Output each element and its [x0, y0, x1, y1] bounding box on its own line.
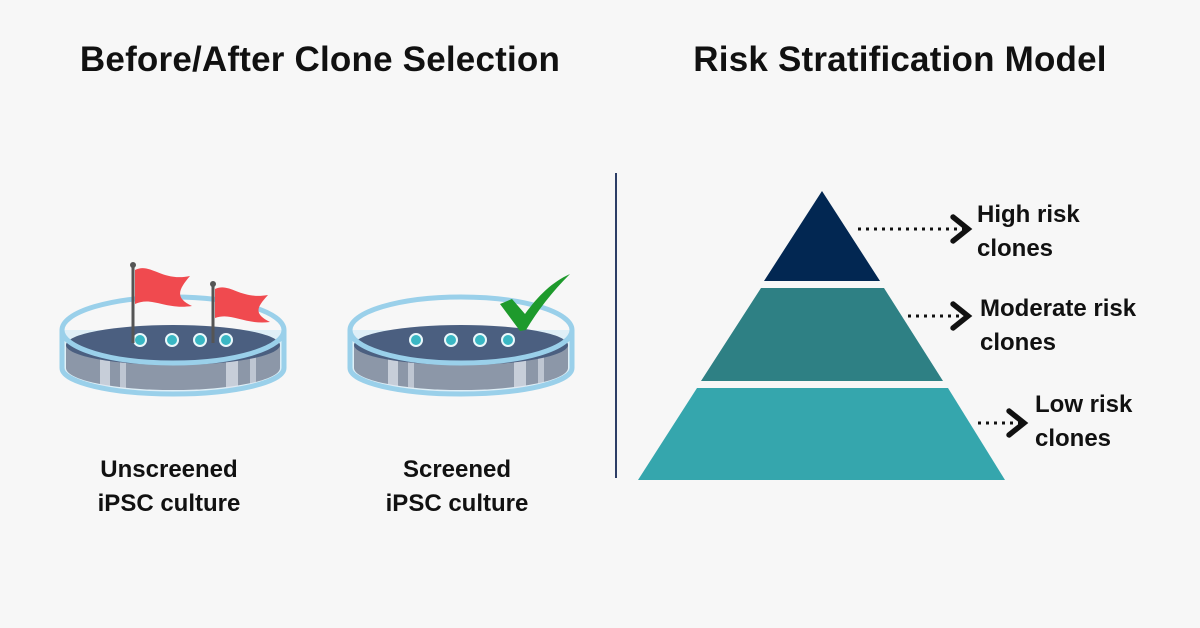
- red-flag-icon: [210, 281, 270, 343]
- left-section-title: Before/After Clone Selection: [79, 40, 561, 79]
- risk-pyramid: [638, 191, 1005, 480]
- cell-colony-icon: [133, 333, 233, 347]
- low-risk-label: Low risk clones: [1035, 388, 1132, 456]
- pyramid-tier-low: [638, 388, 1005, 480]
- high-risk-label: High risk clones: [977, 198, 1080, 266]
- label-line: Screened: [402, 456, 512, 483]
- label-line: iPSC culture: [97, 490, 241, 517]
- cell-colony-icon: [409, 333, 515, 347]
- label-line: High risk: [977, 201, 1080, 228]
- moderate-risk-label: Moderate risk clones: [980, 292, 1136, 360]
- label-line: Unscreened: [100, 456, 238, 483]
- right-section-title: Risk Stratification Model: [693, 40, 1107, 79]
- label-line: Moderate risk: [980, 295, 1137, 322]
- pyramid-tier-high: [764, 191, 880, 281]
- label-line: clones: [980, 329, 1057, 356]
- screened-culture-label: Screened iPSC culture: [337, 453, 577, 521]
- unscreened-petri-dish-icon: [59, 262, 287, 397]
- pyramid-tier-moderate: [701, 288, 943, 381]
- unscreened-culture-label: Unscreened iPSC culture: [49, 453, 289, 521]
- label-line: Low risk: [1035, 391, 1133, 418]
- red-flag-icon: [130, 262, 192, 343]
- label-line: clones: [1035, 425, 1112, 452]
- screened-petri-dish-icon: [347, 274, 575, 397]
- label-line: iPSC culture: [385, 490, 529, 517]
- label-line: clones: [977, 235, 1054, 262]
- green-checkmark-icon: [500, 274, 570, 331]
- section-divider: [615, 173, 617, 478]
